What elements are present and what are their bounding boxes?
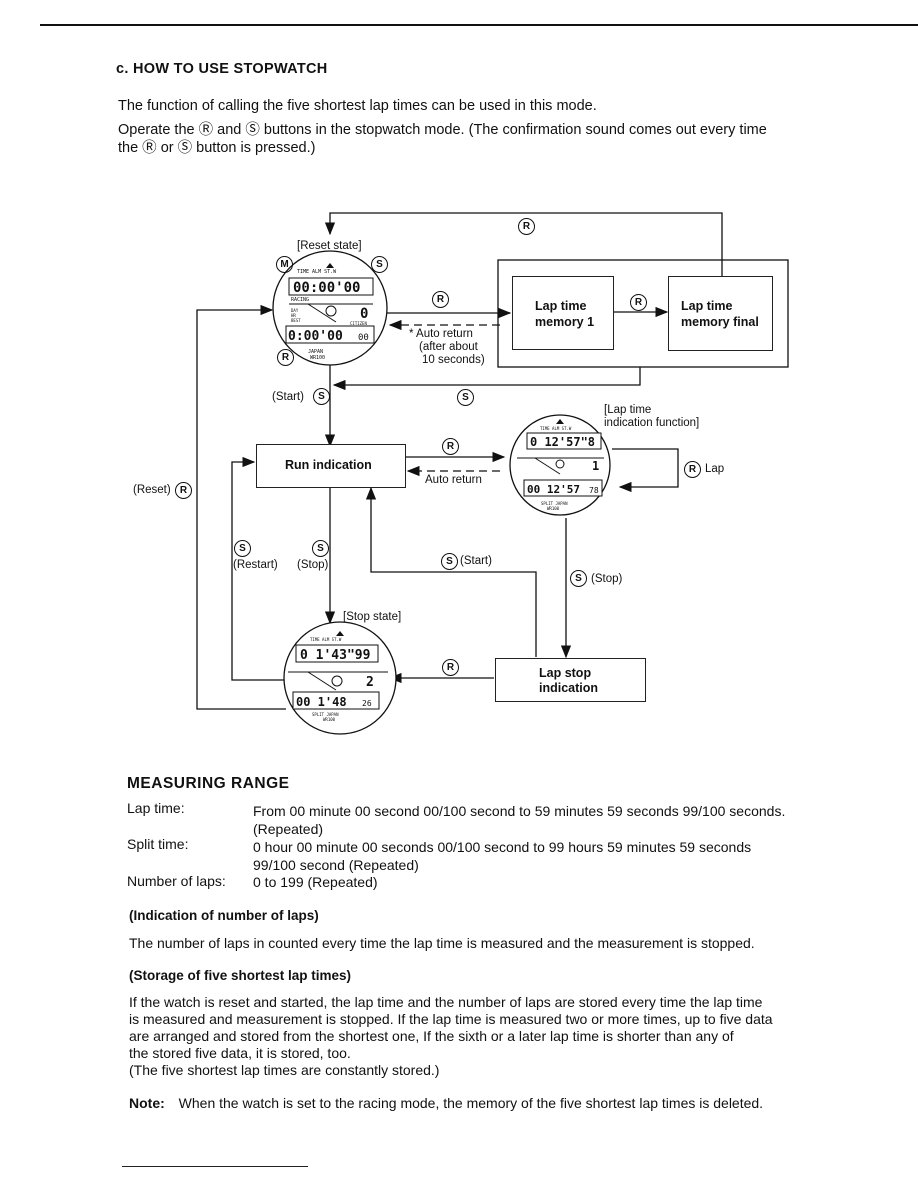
svg-text:00: 00 — [358, 333, 369, 343]
r-button-icon-lap-stop: R — [442, 659, 459, 676]
intro-line-1: The function of calling the five shortes… — [118, 98, 597, 114]
stop-state-label: [Stop state] — [343, 611, 402, 623]
intro-line-2: Operate the Ⓡ and Ⓢ buttons in the stopw… — [118, 122, 767, 138]
svg-text:CITIZEN: CITIZEN — [350, 321, 367, 326]
svg-text:JAPAN: JAPAN — [308, 349, 323, 355]
split-time-value: 0 hour 00 minute 00 seconds 00/100 secon… — [253, 839, 752, 873]
measuring-range-title: MEASURING RANGE — [127, 775, 290, 792]
svg-text:0 12'57"8: 0 12'57"8 — [530, 435, 595, 449]
s-button-icon-reset: S — [371, 256, 388, 273]
auto-return-label-2: Auto return — [425, 474, 482, 486]
start-label-2: (Start) — [460, 555, 492, 567]
lap-time-indication-label-2: indication function] — [604, 417, 700, 429]
laps-indication-title: (Indication of number of laps) — [129, 908, 319, 923]
auto-return-after: (after about — [419, 341, 478, 353]
r-button-icon-memory: R — [432, 291, 449, 308]
laps-indication-text: The number of laps in counted every time… — [129, 935, 755, 951]
svg-text:0 1'43"99: 0 1'43"99 — [300, 648, 370, 663]
start-label: (Start) — [272, 391, 304, 403]
r-button-icon-final: R — [630, 294, 647, 311]
lap-time-memory-final-box: Lap time memory final — [668, 276, 773, 351]
svg-text:RACING: RACING — [291, 297, 309, 303]
watch-reset-state: 00:00'00 0 0:00'00 00 JAPAN WR100 TIME A… — [272, 250, 388, 366]
svg-text:HR: HR — [291, 313, 296, 318]
svg-text:TIME ALM ST.W: TIME ALM ST.W — [310, 637, 342, 642]
svg-text:TIME ALM ST.W: TIME ALM ST.W — [540, 426, 572, 431]
svg-text:26: 26 — [362, 699, 372, 708]
lap-stop-indication-box: Lap stop indication — [495, 658, 646, 702]
svg-text:0: 0 — [360, 306, 368, 322]
storage-title: (Storage of five shortest lap times) — [129, 968, 352, 983]
svg-text:00 12'57: 00 12'57 — [527, 483, 580, 496]
lap-time-memory-1-box: Lap time memory 1 — [512, 276, 614, 350]
r-button-icon-reset-loop: R — [175, 482, 192, 499]
svg-text:DAY: DAY — [291, 308, 299, 313]
stopwatch-flow-diagram: 00:00'00 0 0:00'00 00 JAPAN WR100 TIME A… — [196, 212, 789, 735]
section-title: c. HOW TO USE STOPWATCH — [116, 61, 328, 77]
svg-text:78: 78 — [589, 486, 599, 495]
lap-time-indication-label: [Lap time — [604, 404, 652, 416]
s-button-icon-start-2: S — [441, 553, 458, 570]
lap-time-label: Lap time: — [127, 800, 185, 816]
svg-text:WR100: WR100 — [310, 355, 325, 361]
intro-line-3: the Ⓡ or Ⓢ button is pressed.) — [118, 140, 316, 156]
top-rule — [40, 24, 918, 26]
svg-text:1: 1 — [592, 459, 599, 473]
r-button-icon-lap: R — [684, 461, 701, 478]
s-button-icon-stop-2: S — [570, 570, 587, 587]
svg-text:WR100: WR100 — [547, 506, 560, 511]
watch-stop-state: 0 1'43"99 2 00 1'48 26 SPLIT JAPAN WR100… — [283, 621, 397, 735]
svg-text:TIME ALM ST.W: TIME ALM ST.W — [297, 269, 337, 275]
svg-text:0:00'00: 0:00'00 — [288, 329, 343, 344]
bottom-rule — [122, 1166, 308, 1167]
r-button-icon-reset: R — [277, 349, 294, 366]
svg-text:00 1'48: 00 1'48 — [296, 695, 347, 709]
svg-text:SPLIT JAPAN: SPLIT JAPAN — [312, 712, 339, 717]
stop-label-2: (Stop) — [591, 573, 623, 585]
svg-text:WR100: WR100 — [323, 717, 336, 722]
s-button-icon-restart: S — [234, 540, 251, 557]
restart-label: (Restart) — [233, 559, 278, 571]
svg-text:SPLIT JAPAN: SPLIT JAPAN — [541, 501, 568, 506]
s-button-icon-stop: S — [312, 540, 329, 557]
s-button-icon-memory-return: S — [457, 389, 474, 406]
note-text: When the watch is set to the racing mode… — [178, 1095, 764, 1111]
watch-lap-state: 0 12'57"8 1 00 12'57 78 SPLIT JAPAN WR10… — [509, 414, 611, 516]
lap-label: Lap — [705, 463, 725, 475]
svg-text:BEST: BEST — [291, 318, 301, 323]
lap-time-value: From 00 minute 00 second 00/100 second t… — [253, 803, 786, 837]
r-button-icon-run-lap: R — [442, 438, 459, 455]
auto-return-label: * Auto return — [409, 328, 473, 340]
run-indication-box: Run indication — [256, 444, 406, 488]
reset-state-label: [Reset state] — [297, 240, 362, 252]
svg-text:2: 2 — [366, 675, 374, 690]
r-button-icon-top: R — [518, 218, 535, 235]
svg-text:00:00'00: 00:00'00 — [293, 280, 360, 296]
m-button-icon: M — [276, 256, 293, 273]
note-label: Note: — [129, 1095, 165, 1111]
reset-label: (Reset) — [133, 484, 171, 496]
number-of-laps-value: 0 to 199 (Repeated) — [253, 874, 378, 890]
split-time-label: Split time: — [127, 836, 189, 852]
auto-return-seconds: 10 seconds) — [422, 354, 485, 366]
storage-text: If the watch is reset and started, the l… — [129, 994, 773, 1078]
stop-label: (Stop) — [297, 559, 329, 571]
note: Note: When the watch is set to the racin… — [129, 1095, 869, 1111]
s-button-icon-start: S — [313, 388, 330, 405]
number-of-laps-label: Number of laps: — [127, 873, 226, 889]
